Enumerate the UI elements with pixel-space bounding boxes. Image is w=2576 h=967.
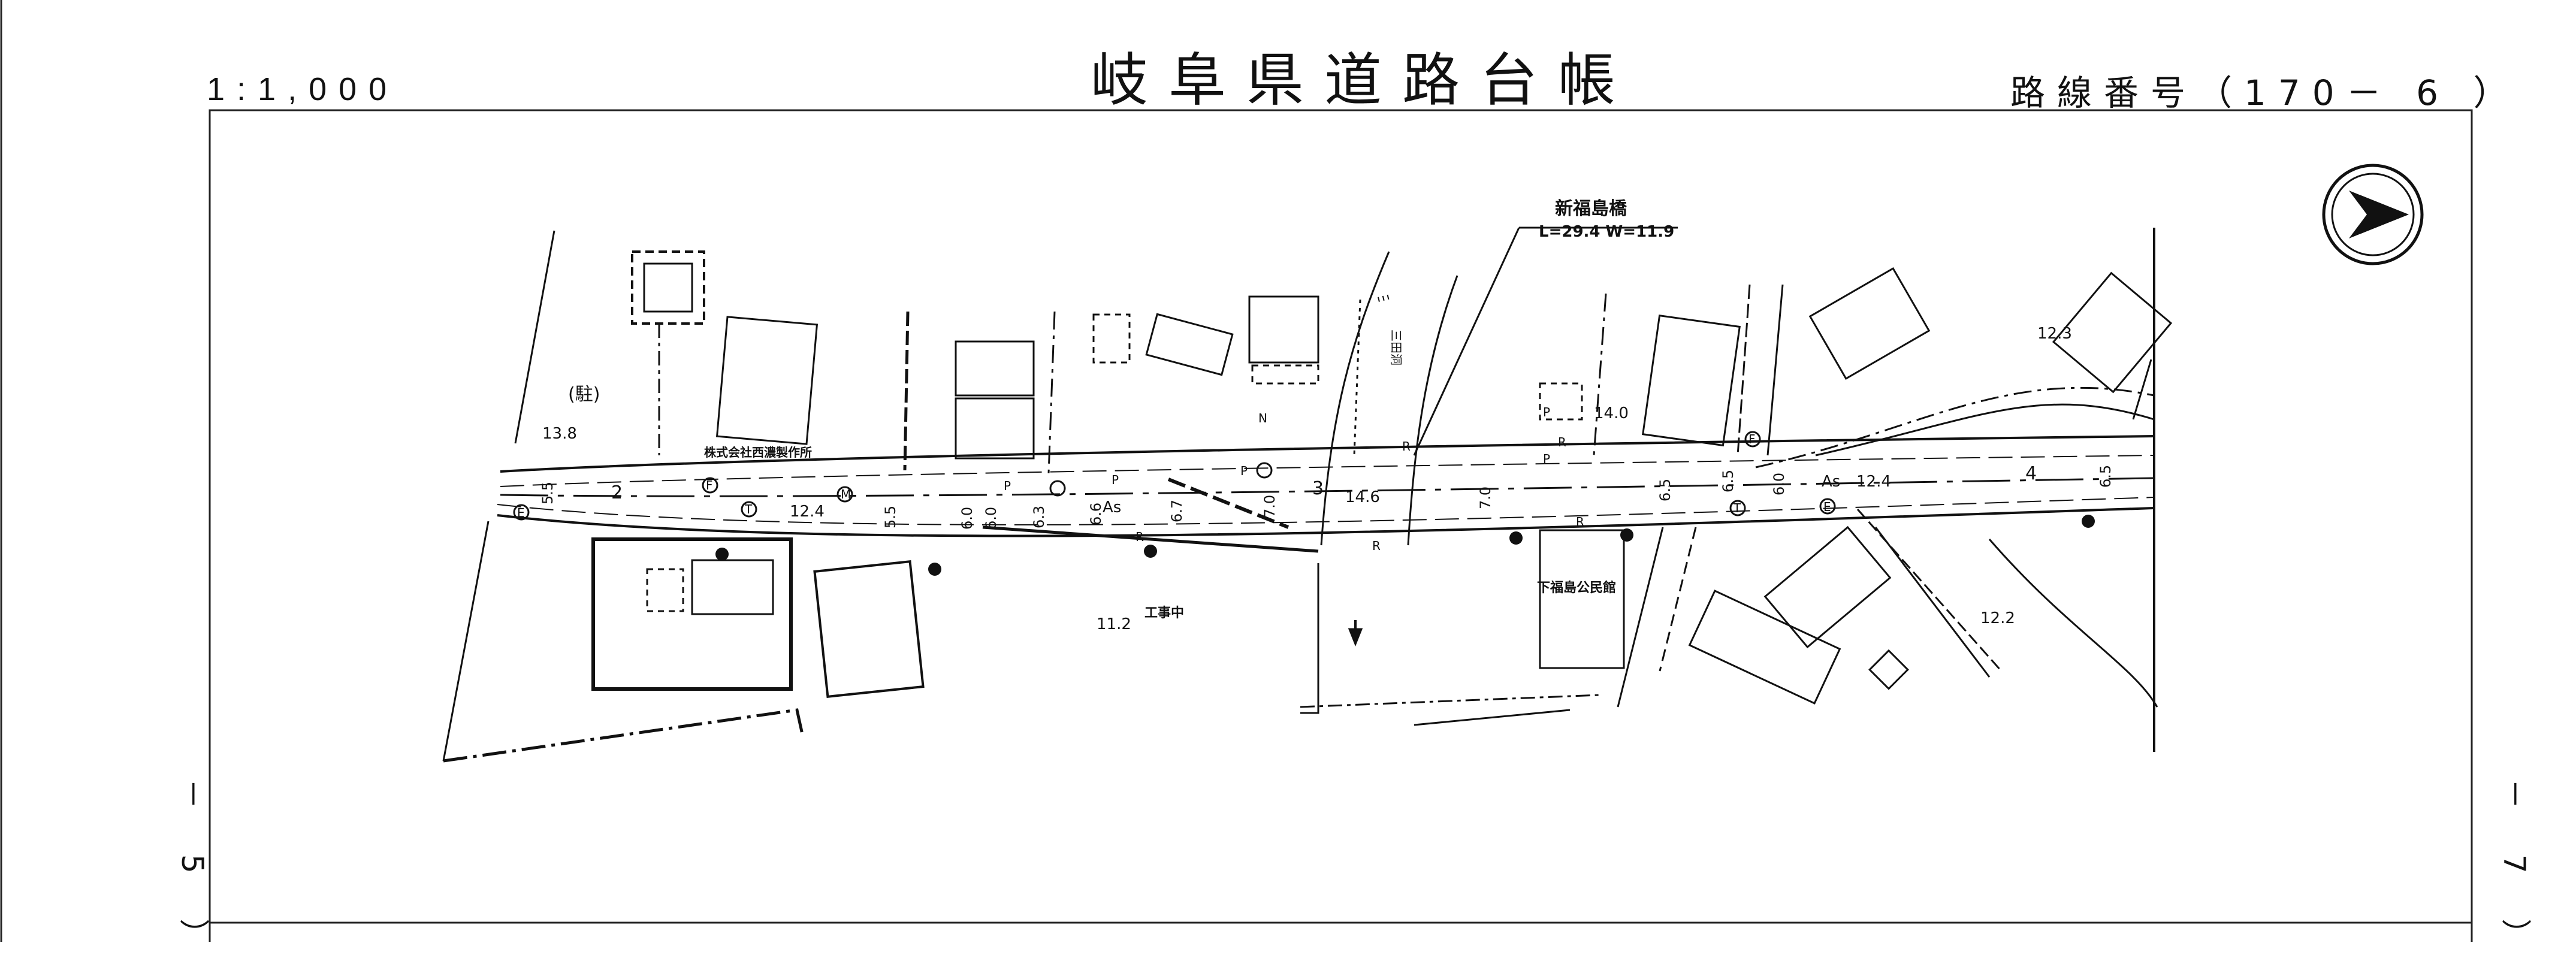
- house-3: [1248, 295, 1319, 364]
- elevation-label: 14.0: [1594, 404, 1629, 422]
- buildings: [591, 250, 2173, 705]
- symbol-p: P: [1004, 479, 1011, 493]
- river-label: 三田洞: [1389, 330, 1403, 365]
- width-label: 7.0: [1477, 486, 1494, 509]
- symbol-p: P: [1543, 452, 1550, 466]
- width-label: 6.5: [2097, 465, 2114, 488]
- symbol-m: M: [841, 487, 851, 501]
- width-label: 7.0: [1261, 495, 1278, 518]
- road-curb-top: [500, 455, 2155, 487]
- symbol-t: T: [1733, 501, 1741, 515]
- width-label: 6.0: [1771, 473, 1787, 495]
- symbol-p: P: [1112, 473, 1119, 487]
- route-number: 路線番号（170－ 6 ）: [2010, 72, 2520, 113]
- pavement-label: As: [1103, 498, 1121, 516]
- width-label: 5.5: [539, 482, 556, 504]
- boundaries: [442, 228, 2158, 763]
- symbol-f: F: [1748, 432, 1756, 446]
- company-label: 株式会社西濃製作所: [704, 445, 812, 460]
- map-frame: [209, 109, 2473, 942]
- width-label: 6.6: [1088, 503, 1104, 525]
- symbol-e: E: [517, 506, 525, 520]
- elevation-label: 12.4: [1856, 473, 1891, 491]
- station-number: 2: [611, 482, 623, 503]
- width-label: 6.0: [959, 507, 976, 530]
- facility-symbols: P P P P P R R R R R N E E F F T T M: [517, 405, 1831, 553]
- symbol-r: R: [1558, 435, 1566, 449]
- width-label: 6.7: [1168, 500, 1185, 522]
- river-left-bank: [1320, 251, 1390, 546]
- road-edge-top: [500, 435, 2155, 473]
- river-right-bank: [1407, 275, 1458, 546]
- station-number: 4: [2025, 463, 2037, 484]
- road-centerline: [500, 477, 2155, 497]
- utility-circles: [513, 431, 1836, 521]
- width-label: 6.5: [1720, 470, 1737, 492]
- sheet-left-number: － 5 ）: [175, 779, 210, 967]
- sheet-right-number: － 7 ）: [2497, 779, 2532, 967]
- house-5: [1808, 267, 1931, 380]
- elevation-label: 11.2: [1097, 615, 1131, 633]
- flow-arrow-icon: [1348, 628, 1363, 647]
- symbol-f: F: [706, 478, 713, 492]
- bridge-dimensions: L=29.4 W=11.9: [1539, 223, 1674, 241]
- parking-label: (駐): [568, 384, 600, 405]
- utility-markers: [715, 515, 2095, 576]
- station-number: 3: [1312, 478, 1324, 499]
- community-hall: [1539, 529, 1625, 669]
- width-label: 5.5: [882, 506, 899, 528]
- symbol-r: R: [1402, 439, 1411, 454]
- width-label: 6.0: [983, 507, 999, 530]
- house-7: [1763, 525, 1892, 649]
- community-hall-label: 下福島公民館: [1537, 580, 1616, 596]
- symbol-r: R: [1576, 515, 1584, 529]
- symbol-r: R: [1136, 530, 1144, 544]
- page-title: 岐阜県道路台帳: [1091, 47, 1636, 114]
- symbol-p: P: [1240, 464, 1248, 478]
- road-ledger-map: 新福島橋 L=29.4 W=11.9 (駐) 株式会社西濃製作所 工事中 下福島…: [0, 0, 2473, 942]
- pavement-label: As: [1822, 473, 1840, 491]
- lower-building-2: [813, 560, 925, 698]
- symbol-r: R: [1372, 539, 1381, 553]
- house-4: [1642, 314, 1741, 447]
- lower-building-1: [591, 537, 793, 691]
- bridge-name: 新福島橋: [1555, 198, 1627, 219]
- house-1: [955, 340, 1035, 397]
- elevation-label: 14.6: [1345, 488, 1380, 506]
- road-edge-bottom: [497, 507, 2155, 537]
- bridge-leader: [1413, 227, 1520, 456]
- map-scale: 1:1,000: [207, 71, 399, 107]
- symbol-t: T: [744, 502, 753, 516]
- width-label: 6.5: [1657, 479, 1674, 501]
- north-arrow-icon: [2322, 164, 2424, 265]
- factory-building: [715, 316, 819, 445]
- house-8: [2052, 271, 2173, 394]
- elevation-label: 12.2: [1980, 609, 2015, 627]
- symbol-n: N: [1258, 411, 1267, 425]
- elevation-label: 12.4: [790, 503, 825, 521]
- width-labels: 5.5 5.5 6.0 6.0 6.3 6.6 6.7 7.0 7.0 6.5 …: [539, 465, 2114, 530]
- symbol-p: P: [1543, 405, 1550, 419]
- bridge-river: [1320, 226, 1678, 647]
- road: [497, 435, 2155, 537]
- construction-label: 工事中: [1144, 605, 1184, 621]
- house-2: [955, 397, 1035, 460]
- house-6: [1688, 590, 1841, 705]
- road-curb-bottom: [497, 497, 2155, 525]
- elevation-label: 13.8: [542, 425, 577, 443]
- symbol-e: E: [1823, 500, 1831, 514]
- elevation-label: 12.3: [2037, 325, 2072, 343]
- width-label: 6.3: [1031, 506, 1047, 528]
- river-center: [1353, 299, 1361, 456]
- parking-structure: [631, 250, 705, 325]
